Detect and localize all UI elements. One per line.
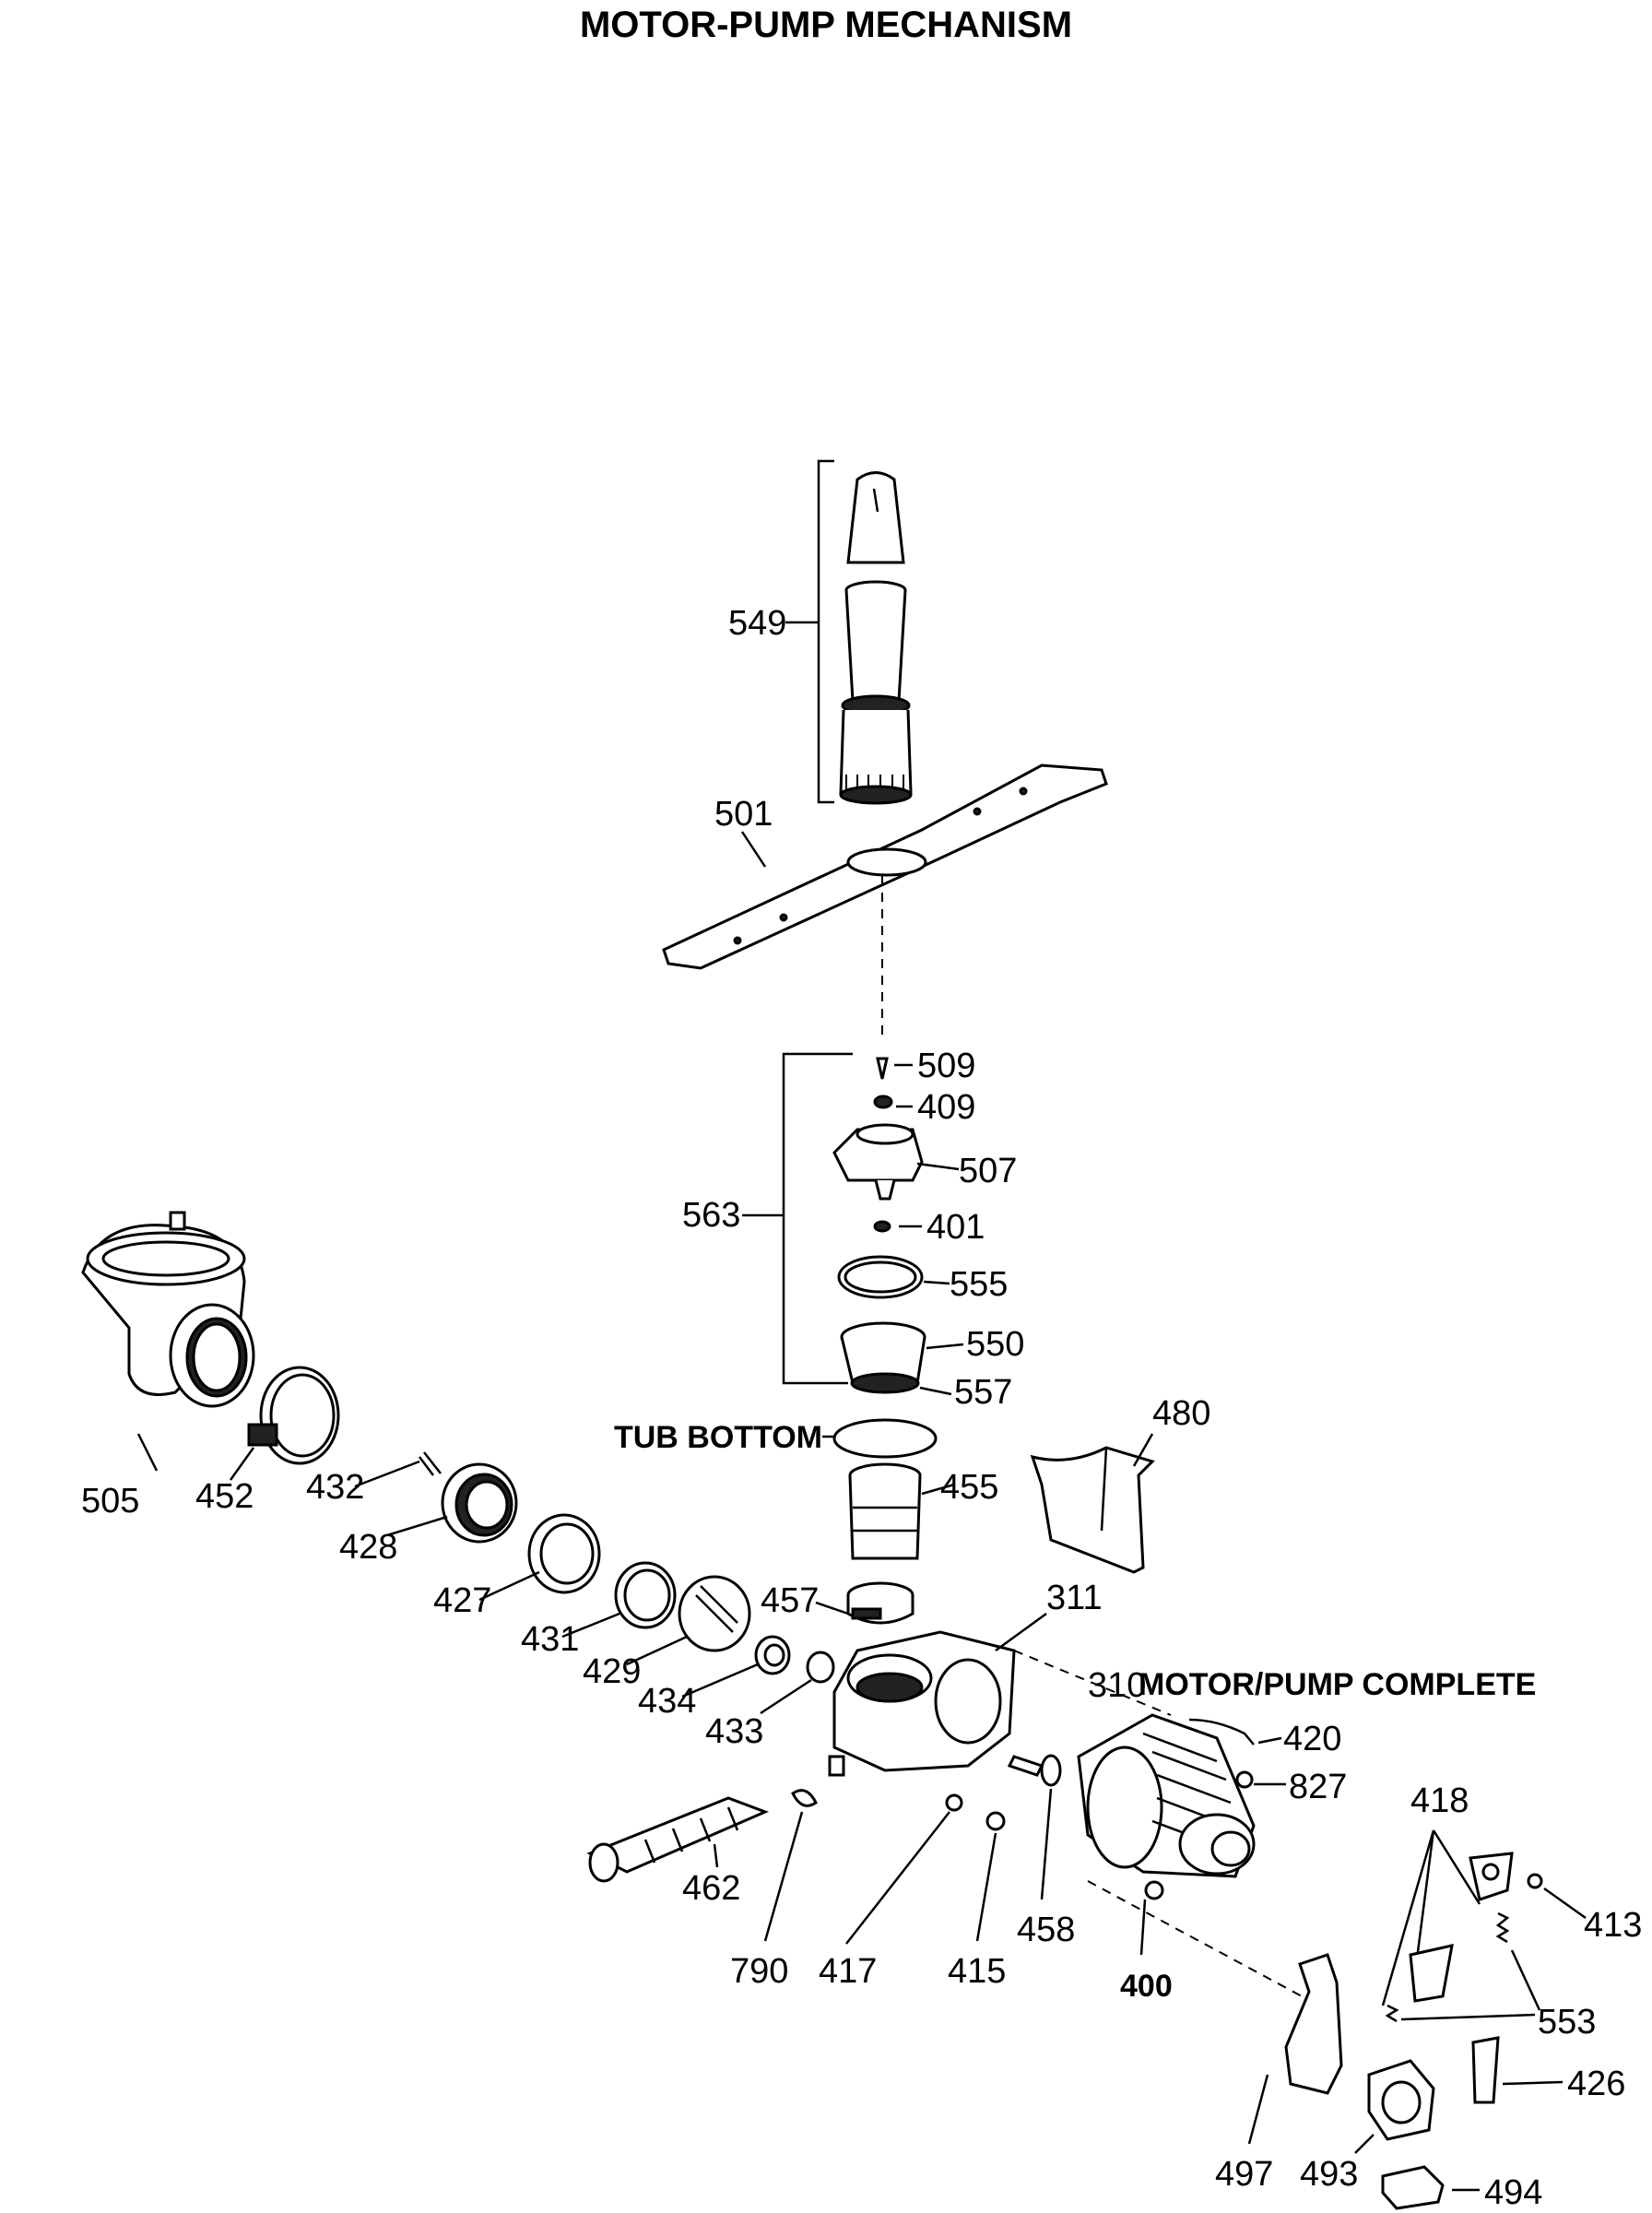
callout-400: 400 bbox=[1120, 1969, 1173, 2004]
callout-553: 553 bbox=[1538, 2003, 1596, 2041]
callout-413: 413 bbox=[1584, 1906, 1642, 1945]
part-413-clip bbox=[1527, 1873, 1543, 1889]
leader-418-a bbox=[1432, 1829, 1481, 1905]
callout-462: 462 bbox=[682, 1869, 740, 1908]
callout-455: 455 bbox=[940, 1468, 998, 1507]
callout-505: 505 bbox=[81, 1482, 139, 1521]
part-429-impeller bbox=[678, 1575, 751, 1652]
part-415-washer bbox=[985, 1811, 1006, 1831]
part-462-shaft bbox=[586, 1796, 770, 1883]
part-426-bracket bbox=[1471, 2036, 1500, 2104]
callout-401: 401 bbox=[926, 1208, 985, 1247]
part-790-clip bbox=[791, 1789, 818, 1807]
callout-452: 452 bbox=[195, 1477, 254, 1516]
part-458-bolt bbox=[1007, 1754, 1062, 1787]
callout-555: 555 bbox=[950, 1265, 1008, 1304]
callout-509: 509 bbox=[917, 1047, 975, 1085]
callout-493: 493 bbox=[1300, 2155, 1358, 2194]
callout-563: 563 bbox=[682, 1196, 740, 1235]
callout-549: 549 bbox=[728, 604, 786, 643]
callout-428: 428 bbox=[339, 1528, 397, 1567]
part-432-spring bbox=[419, 1451, 442, 1476]
callout-507: 507 bbox=[959, 1152, 1017, 1190]
part-311-pump-housing bbox=[828, 1630, 1016, 1777]
callout-497: 497 bbox=[1215, 2155, 1273, 2194]
callout-409: 409 bbox=[917, 1088, 975, 1127]
callout-550: 550 bbox=[966, 1325, 1024, 1364]
callout-790: 790 bbox=[730, 1952, 788, 1991]
part-428-filter bbox=[441, 1462, 518, 1544]
callout-431: 431 bbox=[521, 1620, 579, 1659]
part-553-spring bbox=[1385, 1911, 1510, 2023]
part-455-column bbox=[848, 1462, 922, 1560]
callout-494: 494 bbox=[1484, 2173, 1542, 2212]
part-509-screw bbox=[876, 1057, 889, 1080]
callout-418: 418 bbox=[1410, 1781, 1469, 1820]
callout-426: 426 bbox=[1567, 2065, 1625, 2103]
callout-311: 311 bbox=[1046, 1579, 1103, 1617]
part-457-clamp bbox=[846, 1581, 914, 1625]
part-420-wire bbox=[1188, 1718, 1255, 1746]
part-452-clamp bbox=[247, 1366, 340, 1465]
label-motor-pump-complete: MOTOR/PUMP COMPLETE bbox=[1139, 1667, 1536, 1702]
part-480-shield bbox=[1030, 1446, 1155, 1574]
part-417-washer bbox=[945, 1793, 963, 1812]
callout-501: 501 bbox=[714, 795, 773, 834]
callout-457: 457 bbox=[761, 1581, 819, 1620]
part-431-retainer bbox=[614, 1561, 677, 1629]
part-507-hub bbox=[832, 1123, 924, 1201]
bracket-563 bbox=[782, 1052, 853, 1385]
callout-827: 827 bbox=[1289, 1768, 1347, 1806]
part-505-sump-housing bbox=[81, 1211, 255, 1408]
part-501-wash-arm bbox=[662, 763, 1108, 970]
callout-420: 420 bbox=[1283, 1720, 1341, 1758]
callout-427: 427 bbox=[433, 1581, 491, 1620]
callout-433: 433 bbox=[705, 1712, 763, 1751]
part-494-block bbox=[1381, 2165, 1445, 2210]
part-427-ring bbox=[527, 1513, 601, 1594]
callout-432: 432 bbox=[306, 1468, 364, 1507]
callout-417: 417 bbox=[819, 1952, 877, 1991]
part-497-mounting-plate bbox=[1284, 1953, 1343, 2095]
callout-429: 429 bbox=[583, 1652, 641, 1691]
callout-310: 310 bbox=[1088, 1666, 1146, 1705]
part-418-bracket-upper bbox=[1469, 1852, 1514, 1901]
label-tub-bottom: TUB BOTTOM bbox=[614, 1420, 822, 1455]
part-401-washer bbox=[873, 1220, 891, 1233]
part-434-nut bbox=[754, 1635, 791, 1675]
callout-458: 458 bbox=[1017, 1911, 1075, 1949]
part-550-cup bbox=[840, 1321, 926, 1394]
part-400-screw bbox=[1144, 1880, 1164, 1900]
part-409-washer bbox=[873, 1095, 893, 1109]
part-418-bracket-lower bbox=[1409, 1944, 1454, 2003]
callout-480: 480 bbox=[1152, 1394, 1210, 1433]
callout-415: 415 bbox=[948, 1952, 1006, 1991]
bracket-549 bbox=[817, 459, 834, 804]
part-433-seal bbox=[806, 1651, 835, 1684]
callout-434: 434 bbox=[638, 1682, 696, 1721]
tub-bottom-ring bbox=[832, 1418, 938, 1459]
part-493-housing bbox=[1367, 2059, 1435, 2141]
diagram-title: MOTOR-PUMP MECHANISM bbox=[580, 5, 1072, 45]
part-549-nozzle-stack bbox=[839, 471, 913, 805]
part-310-motor bbox=[1077, 1713, 1256, 1878]
part-827-screw bbox=[1235, 1770, 1254, 1789]
callout-557: 557 bbox=[954, 1373, 1012, 1412]
